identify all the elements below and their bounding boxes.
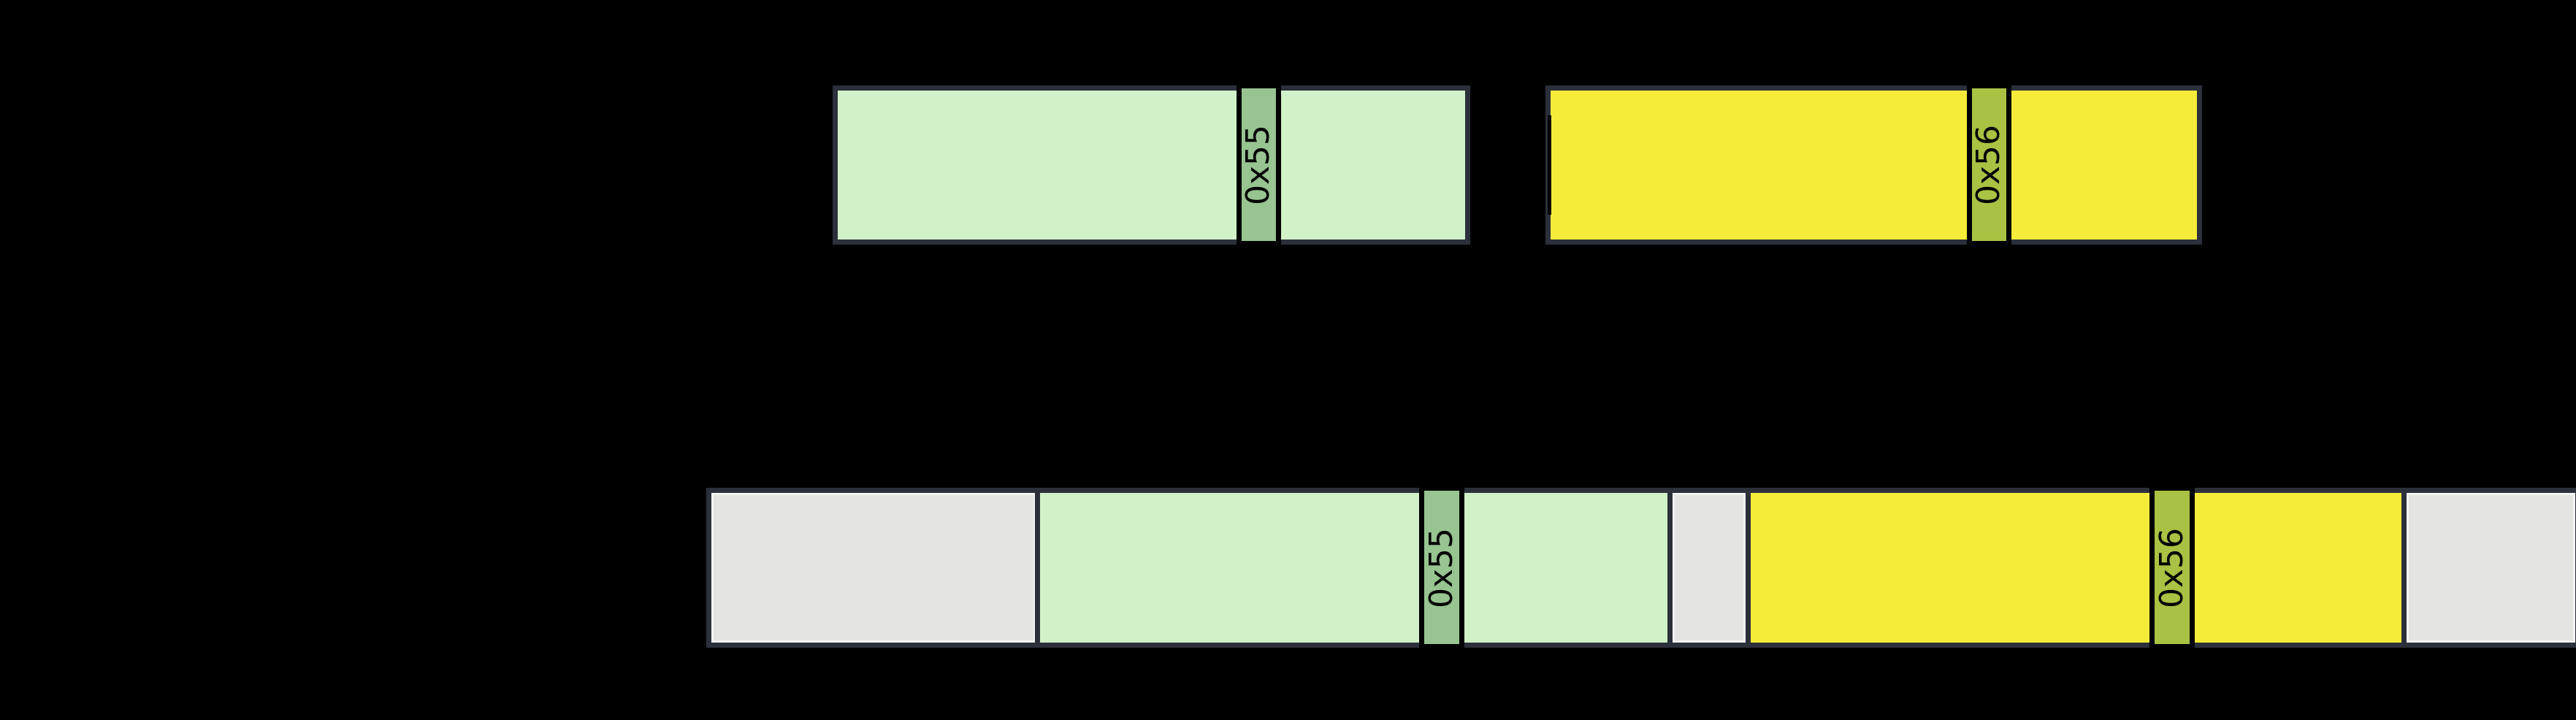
black-tick-mark: [1548, 115, 1551, 215]
sync-marker-0x55-top-label: 0x55: [1239, 124, 1277, 206]
sync-marker-0x55-top-label-wrap: 0x55: [1237, 83, 1281, 248]
sync-marker-0x56-stream: 0x56: [2149, 485, 2195, 651]
stream-idle-segment-trailing: [2401, 488, 2576, 648]
stream-idle-segment-middle: [1667, 488, 1751, 648]
stream-packet-b-segment: [1746, 488, 2407, 648]
sync-marker-0x55-stream-label: 0x55: [1423, 527, 1460, 608]
sync-marker-0x56-top-label-wrap: 0x56: [1967, 83, 2011, 248]
sync-marker-0x56-stream-label: 0x56: [2153, 527, 2190, 608]
sync-marker-0x56-top: 0x56: [1967, 83, 2011, 248]
sync-marker-0x55-stream-label-wrap: 0x55: [1419, 485, 1464, 651]
sync-marker-0x56-top-fill: [1972, 88, 2006, 241]
sync-marker-0x56-top-label: 0x56: [1970, 124, 2008, 206]
sync-marker-0x55-stream: 0x55: [1419, 485, 1464, 651]
sync-marker-0x55-top-fill: [1242, 88, 1276, 241]
sync-marker-0x56-stream-label-wrap: 0x56: [2149, 485, 2195, 651]
stream-packet-a-segment: [1035, 488, 1673, 648]
sync-marker-0x56-stream-fill: [2155, 491, 2190, 644]
sync-marker-0x55-top: 0x55: [1237, 83, 1281, 248]
sync-marker-0x55-stream-fill: [1424, 491, 1459, 644]
packet-frame-b: [1545, 85, 2202, 245]
stream-idle-segment-leading: [706, 488, 1041, 648]
packet-frame-a: [833, 85, 1470, 245]
